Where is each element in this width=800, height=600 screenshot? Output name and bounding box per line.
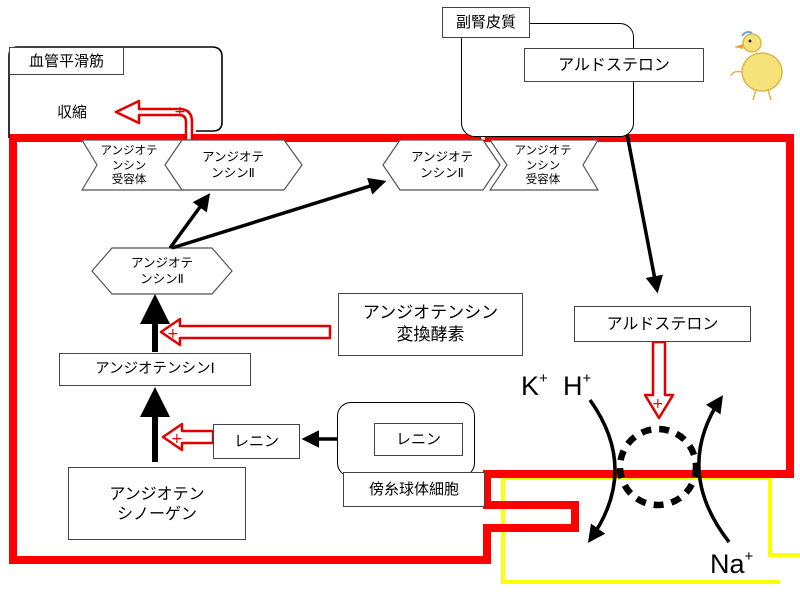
pump-stimulation-arrow xyxy=(643,340,675,420)
renin-plus: + xyxy=(171,431,183,447)
arrow-ang2-to-right xyxy=(171,177,387,250)
ang2-mid-text: アンジオテ ンシンⅡ xyxy=(130,255,193,286)
ang2-left-shape xyxy=(164,139,303,191)
jg-cells-text: 傍糸球体細胞 xyxy=(368,480,459,499)
receptor-right-shape xyxy=(488,139,600,191)
duck-doodle xyxy=(730,31,783,101)
aldosterone-top-text: アルドステロン xyxy=(558,55,670,74)
renin-left-box: レニン xyxy=(213,424,300,459)
renin-right-text: レニン xyxy=(395,430,441,449)
hydrogen-ion: H+ xyxy=(563,370,591,402)
ace-plus: + xyxy=(167,326,179,342)
aldosterone-top-box: アルドステロン xyxy=(524,48,704,82)
pump-plus: + xyxy=(652,396,664,412)
hydrogen-charge: + xyxy=(582,370,592,387)
cell-wall xyxy=(9,134,794,564)
arrow-ang2-to-left xyxy=(168,193,211,250)
na-influx-arrow xyxy=(697,395,731,544)
renin-left-text: レニン xyxy=(233,432,279,451)
ang2-mid-shape xyxy=(91,247,233,295)
vascular-smooth-muscle-label: 血管平滑筋 xyxy=(9,47,124,75)
hydrogen-symbol: H xyxy=(563,371,583,401)
potassium-symbol: K xyxy=(521,371,540,401)
ang2-right-shape xyxy=(382,139,501,191)
contraction-label: 収縮 xyxy=(57,103,88,121)
ang2-right-text: アンジオテ ンシンⅡ xyxy=(410,149,473,180)
aldosterone-mid-box: アルドステロン xyxy=(574,306,751,342)
angiotensinogen-text: アンジオテン シノーゲン xyxy=(109,483,205,523)
angiotensinogen-box: アンジオテン シノーゲン xyxy=(68,467,246,540)
kh-efflux-arrow xyxy=(587,398,617,543)
vascular-smooth-muscle-text: 血管平滑筋 xyxy=(28,51,104,70)
sodium-charge: + xyxy=(744,548,754,565)
ace-stimulation-arrow xyxy=(159,317,332,347)
contraction-plus: + xyxy=(174,104,186,120)
ace-box: アンジオテンシン 変換酵素 xyxy=(338,293,523,356)
aldosterone-mid-text: アルドステロン xyxy=(606,314,719,333)
ang2-left-text: アンジオテ ンシンⅡ xyxy=(201,149,264,180)
ace-text: アンジオテンシン 変換酵素 xyxy=(362,303,499,345)
ang1-text: アンジオテンシンⅠ xyxy=(95,361,215,378)
ang1-box: アンジオテンシンⅠ xyxy=(59,353,251,386)
jg-cells-label: 傍糸球体細胞 xyxy=(343,472,485,507)
sodium-symbol: Na xyxy=(710,549,745,579)
receptor-left-text: アンジオテ ンシン 受容体 xyxy=(100,143,158,187)
potassium-charge: + xyxy=(539,370,548,387)
renin-stimulation-arrow xyxy=(161,422,215,452)
contraction-arrow xyxy=(114,99,194,140)
ion-exchanger xyxy=(616,425,700,509)
adrenal-cortex-label: 副腎皮質 xyxy=(442,7,530,38)
renin-right-box: レニン xyxy=(374,423,463,456)
adrenal-cortex-text: 副腎皮質 xyxy=(455,13,516,32)
receptor-right-text: アンジオテ ンシン 受容体 xyxy=(514,143,572,187)
potassium-ion: K+ xyxy=(521,370,548,402)
sodium-ion: Na+ xyxy=(710,548,753,580)
